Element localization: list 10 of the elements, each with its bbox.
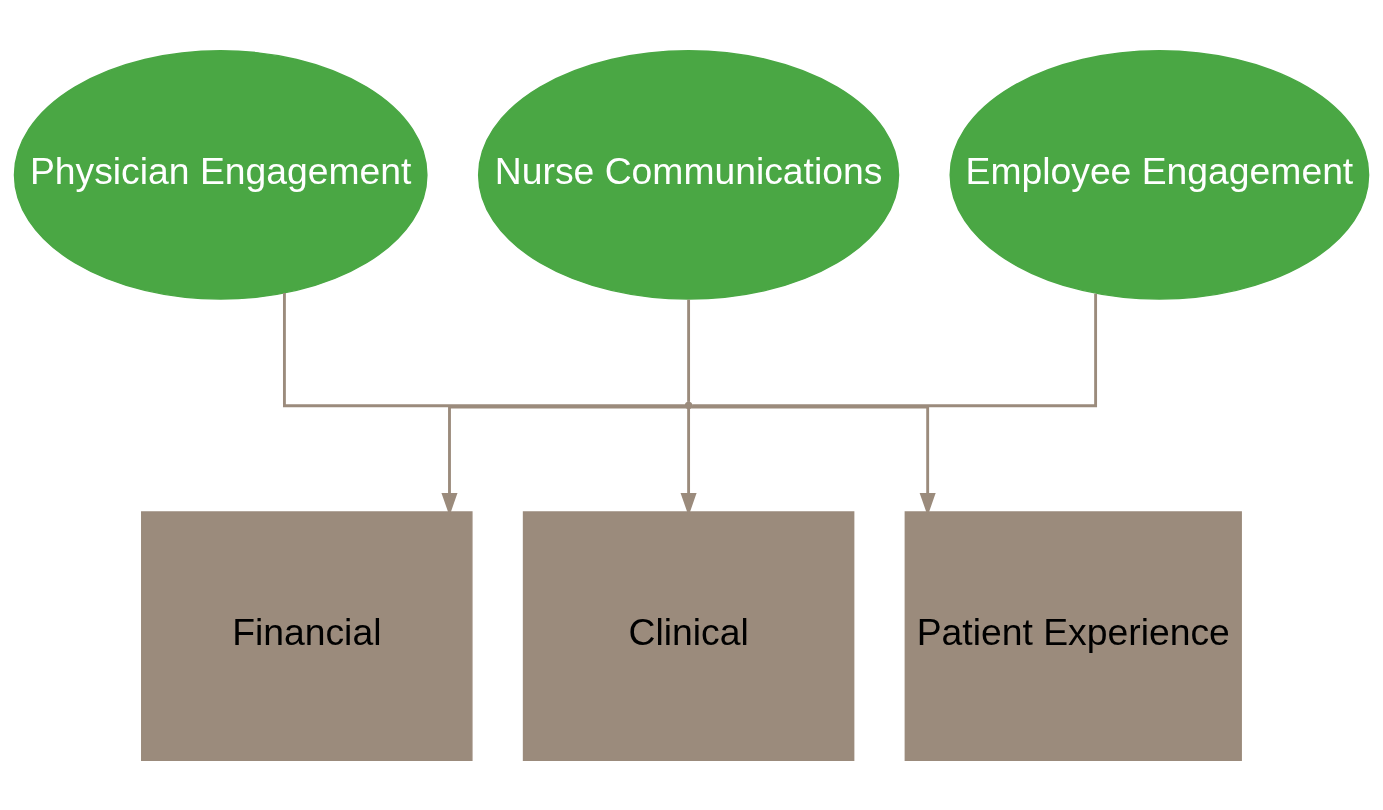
node-box: Patient Experience [904,510,1242,761]
node-circle [684,401,693,409]
connector [692,293,1098,407]
connector [283,292,686,407]
node-ellipse: Nurse Communications [477,49,900,300]
node-box: Clinical [522,510,855,761]
node-box: Financial [141,510,473,761]
node-ellipse: Physician Engagement [13,49,428,300]
node-ellipse: Employee Engagement [949,49,1370,300]
connector [687,299,691,402]
